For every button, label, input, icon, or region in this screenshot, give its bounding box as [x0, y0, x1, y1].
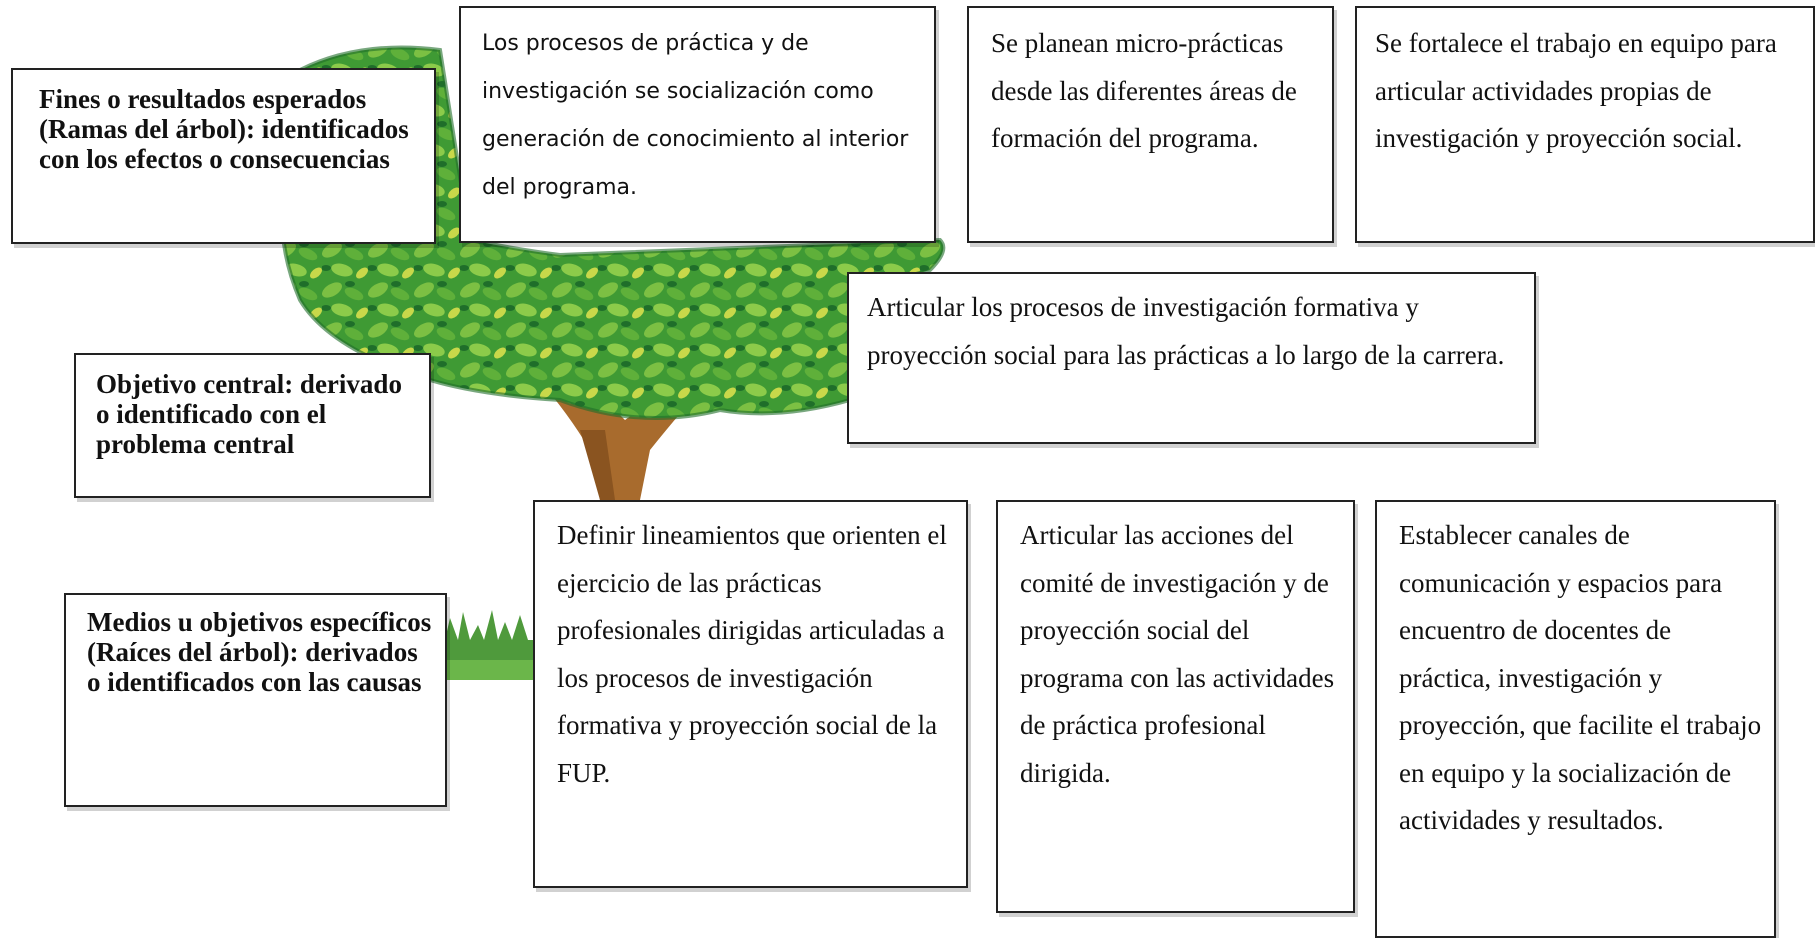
label-medios-text: Medios u objetivos específicos (Raíces d… [87, 607, 432, 697]
consecuencia-box-2: Se planean micro-prácticas desde las dif… [967, 6, 1334, 243]
label-objetivo-text: Objetivo central: derivado o identificad… [96, 369, 402, 459]
medio-text: Definir lineamientos que orienten el eje… [557, 520, 947, 788]
label-medios-box: Medios u objetivos específicos (Raíces d… [64, 593, 447, 807]
label-fines-box: Fines o resultados esperados (Ramas del … [11, 68, 436, 244]
grass-patch [445, 610, 535, 680]
consecuencia-text: Se fortalece el trabajo en equipo para a… [1375, 28, 1777, 153]
objetivo-central-text: Articular los procesos de investigación … [867, 292, 1505, 370]
consecuencia-box-1: Los procesos de práctica y de investigac… [459, 6, 936, 243]
tree-canopy [280, 45, 946, 420]
consecuencia-text: Se planean micro-prácticas desde las dif… [991, 28, 1297, 153]
medio-text: Articular las acciones del comité de inv… [1020, 520, 1335, 788]
objetivo-central-box: Articular los procesos de investigación … [847, 272, 1536, 444]
medio-box-2: Articular las acciones del comité de inv… [996, 500, 1355, 913]
medio-text: Establecer canales de comunicación y esp… [1399, 520, 1762, 835]
medio-box-3: Establecer canales de comunicación y esp… [1375, 500, 1776, 938]
consecuencia-text: Los procesos de práctica y de investigac… [482, 31, 909, 200]
label-objetivo-box: Objetivo central: derivado o identificad… [74, 353, 431, 498]
consecuencia-box-3: Se fortalece el trabajo en equipo para a… [1355, 6, 1815, 243]
label-fines-text: Fines o resultados esperados (Ramas del … [39, 84, 409, 174]
medio-box-1: Definir lineamientos que orienten el eje… [533, 500, 968, 888]
